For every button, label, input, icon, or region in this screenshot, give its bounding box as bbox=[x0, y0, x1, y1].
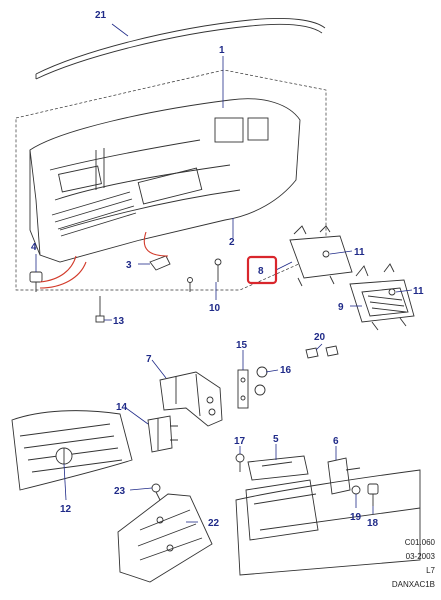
callout-21: 21 bbox=[95, 10, 107, 21]
meta-drawing-id: DANXAC1B bbox=[391, 580, 435, 589]
clip-part-3 bbox=[149, 255, 171, 271]
screw-part-10 bbox=[187, 258, 222, 292]
callout-5: 5 bbox=[273, 434, 279, 445]
bolt-part-18 bbox=[367, 483, 379, 506]
plate-part-22 bbox=[117, 493, 213, 583]
callout-3: 3 bbox=[126, 260, 132, 271]
screw-part-11 bbox=[322, 250, 396, 296]
callout-1: 1 bbox=[219, 45, 225, 56]
washer-part-19 bbox=[351, 485, 361, 495]
callout-16: 16 bbox=[280, 365, 292, 376]
callout-9: 9 bbox=[338, 302, 344, 313]
callout-labels: 21 1 2 3 4 8 9 10 11 11 13 20 7 15 16 14… bbox=[31, 10, 424, 529]
callout-11-bottom: 11 bbox=[413, 286, 424, 297]
callout-7: 7 bbox=[146, 354, 152, 365]
callout-8: 8 bbox=[258, 266, 264, 277]
callout-4: 4 bbox=[31, 242, 37, 253]
callout-10: 10 bbox=[209, 303, 221, 314]
callout-15: 15 bbox=[236, 340, 248, 351]
callout-22: 22 bbox=[208, 518, 220, 529]
callout-11-top: 11 bbox=[354, 247, 365, 258]
hose-lines bbox=[39, 231, 169, 289]
callout-13: 13 bbox=[113, 316, 125, 327]
bracket-part-14 bbox=[147, 415, 178, 453]
callout-6: 6 bbox=[333, 436, 339, 447]
bracket-part-5 bbox=[245, 455, 319, 541]
meta-ref: C01.060 bbox=[404, 538, 435, 547]
bracket-part-7 bbox=[159, 371, 223, 427]
bolt-part-17 bbox=[235, 453, 245, 472]
grille-part-8 bbox=[289, 225, 353, 287]
strip-part-15 bbox=[237, 369, 249, 409]
callout-14: 14 bbox=[116, 402, 128, 413]
meta-code: L7 bbox=[426, 566, 435, 575]
bracket-part-6 bbox=[235, 457, 421, 576]
callout-23: 23 bbox=[114, 486, 126, 497]
clips-part-20 bbox=[305, 345, 339, 359]
callout-2: 2 bbox=[229, 237, 235, 248]
chassis-part-12 bbox=[11, 410, 133, 491]
bolt-part-13 bbox=[95, 296, 105, 323]
bumper-part-1 bbox=[15, 69, 327, 291]
callout-12: 12 bbox=[60, 504, 72, 515]
callout-20: 20 bbox=[314, 332, 326, 343]
grille-part-9 bbox=[349, 263, 415, 331]
nuts-part-16 bbox=[254, 366, 268, 396]
callout-17: 17 bbox=[234, 436, 246, 447]
screw-part-23 bbox=[151, 483, 161, 501]
highlight-box bbox=[246, 255, 278, 285]
callout-19: 19 bbox=[350, 512, 362, 523]
meta-date: 03-2003 bbox=[405, 552, 435, 561]
leader-lines bbox=[35, 23, 413, 523]
callout-18: 18 bbox=[367, 518, 379, 529]
trim-strip-part-21 bbox=[35, 18, 326, 80]
